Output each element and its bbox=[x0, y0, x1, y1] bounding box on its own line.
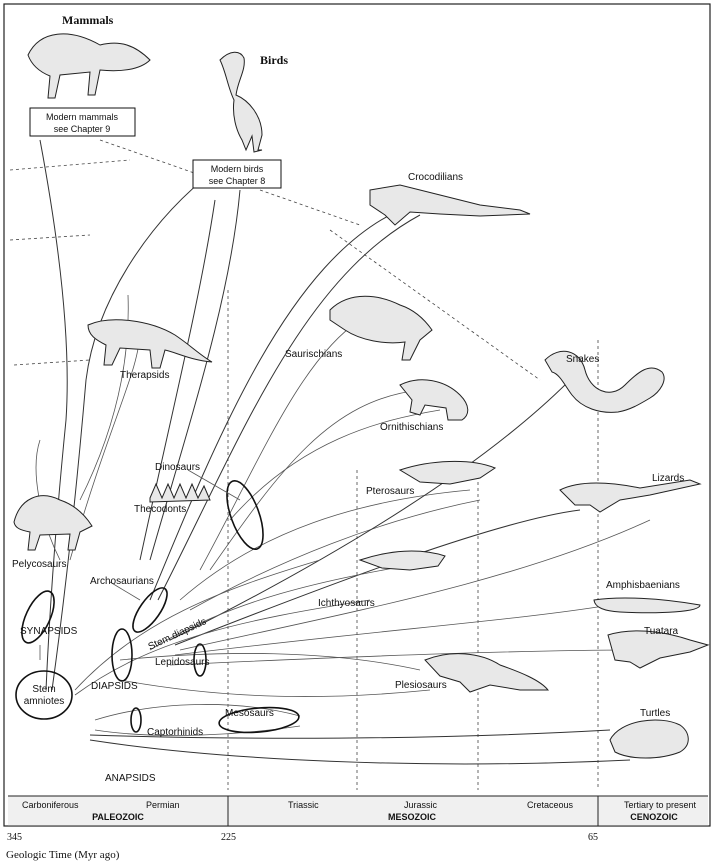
mammal-illustration bbox=[28, 34, 150, 98]
label-dinosaurs: Dinosaurs bbox=[155, 462, 200, 473]
label-lepidosaurs: Lepidosaurs bbox=[155, 657, 209, 668]
label-anapsids: ANAPSIDS bbox=[105, 773, 156, 784]
pterosaur-illustration bbox=[400, 461, 495, 484]
label-captorhinids: Captorhinids bbox=[147, 727, 203, 738]
period-dividers bbox=[228, 290, 598, 790]
axis-label: Geologic Time (Myr ago) bbox=[6, 849, 120, 861]
period-tertiary: Tertiary to present bbox=[624, 800, 697, 810]
pelycosaur-illustration bbox=[14, 496, 92, 550]
era-mesozoic: MESOZOIC bbox=[388, 812, 437, 822]
label-stem-diapsids: Stem diapsids bbox=[147, 616, 209, 653]
ornithischian-illustration bbox=[400, 380, 468, 420]
therapsid-illustration bbox=[88, 320, 212, 368]
label-modern-mammals-1: Modern mammals bbox=[46, 112, 119, 122]
label-modern-birds-2: see Chapter 8 bbox=[209, 176, 266, 186]
label-lizards: Lizards bbox=[652, 473, 684, 484]
label-ornithischians: Ornithischians bbox=[380, 422, 443, 433]
era-paleozoic: PALEOZOIC bbox=[92, 812, 144, 822]
period-cretaceous: Cretaceous bbox=[527, 800, 574, 810]
stem-amniotes-oval bbox=[16, 671, 72, 719]
thecodont-illustration bbox=[150, 484, 210, 502]
tick-345: 345 bbox=[7, 832, 22, 843]
label-modern-mammals-2: see Chapter 9 bbox=[54, 124, 111, 134]
label-ichthyosaurs: Ichthyosaurs bbox=[318, 598, 375, 609]
branches bbox=[36, 140, 650, 764]
label-mesosaurs: Mesosaurs bbox=[225, 708, 274, 719]
amphisbaenian-illustration bbox=[594, 598, 700, 613]
tick-225: 225 bbox=[221, 832, 236, 843]
bird-illustration bbox=[220, 52, 262, 152]
label-therapsids: Therapsids bbox=[120, 370, 169, 381]
turtle-illustration bbox=[610, 720, 688, 758]
label-mammals: Mammals bbox=[62, 13, 114, 27]
saurischian-illustration bbox=[330, 296, 432, 360]
snake-illustration bbox=[545, 351, 664, 412]
label-birds: Birds bbox=[260, 53, 288, 67]
label-modern-birds-1: Modern birds bbox=[211, 164, 264, 174]
period-permian: Permian bbox=[146, 800, 180, 810]
label-saurischians: Saurischians bbox=[285, 349, 342, 360]
label-turtles: Turtles bbox=[640, 708, 670, 719]
period-carboniferous: Carboniferous bbox=[22, 800, 79, 810]
label-tuatara: Tuatara bbox=[644, 626, 679, 637]
label-stem-amniotes-2: amniotes bbox=[24, 696, 65, 707]
label-diapsids: DIAPSIDS bbox=[91, 681, 138, 692]
tick-65: 65 bbox=[588, 832, 598, 843]
label-stem-amniotes-1: Stem bbox=[32, 684, 55, 695]
label-synapsids: SYNAPSIDS bbox=[20, 626, 78, 637]
ichthyosaur-illustration bbox=[360, 551, 445, 570]
label-pelycosaurs: Pelycosaurs bbox=[12, 559, 66, 570]
lizard-illustration bbox=[560, 480, 700, 512]
era-cenozoic: CENOZOIC bbox=[630, 812, 678, 822]
label-thecodonts: Thecodonts bbox=[134, 504, 186, 515]
crocodilian-illustration bbox=[370, 185, 530, 225]
label-amphisbaenians: Amphisbaenians bbox=[606, 580, 680, 591]
label-plesiosaurs: Plesiosaurs bbox=[395, 680, 447, 691]
period-triassic: Triassic bbox=[288, 800, 319, 810]
label-pterosaurs: Pterosaurs bbox=[366, 486, 414, 497]
label-archosaurians: Archosaurians bbox=[90, 576, 154, 587]
period-jurassic: Jurassic bbox=[404, 800, 438, 810]
label-snakes: Snakes bbox=[566, 354, 599, 365]
label-crocodilians: Crocodilians bbox=[408, 172, 463, 183]
